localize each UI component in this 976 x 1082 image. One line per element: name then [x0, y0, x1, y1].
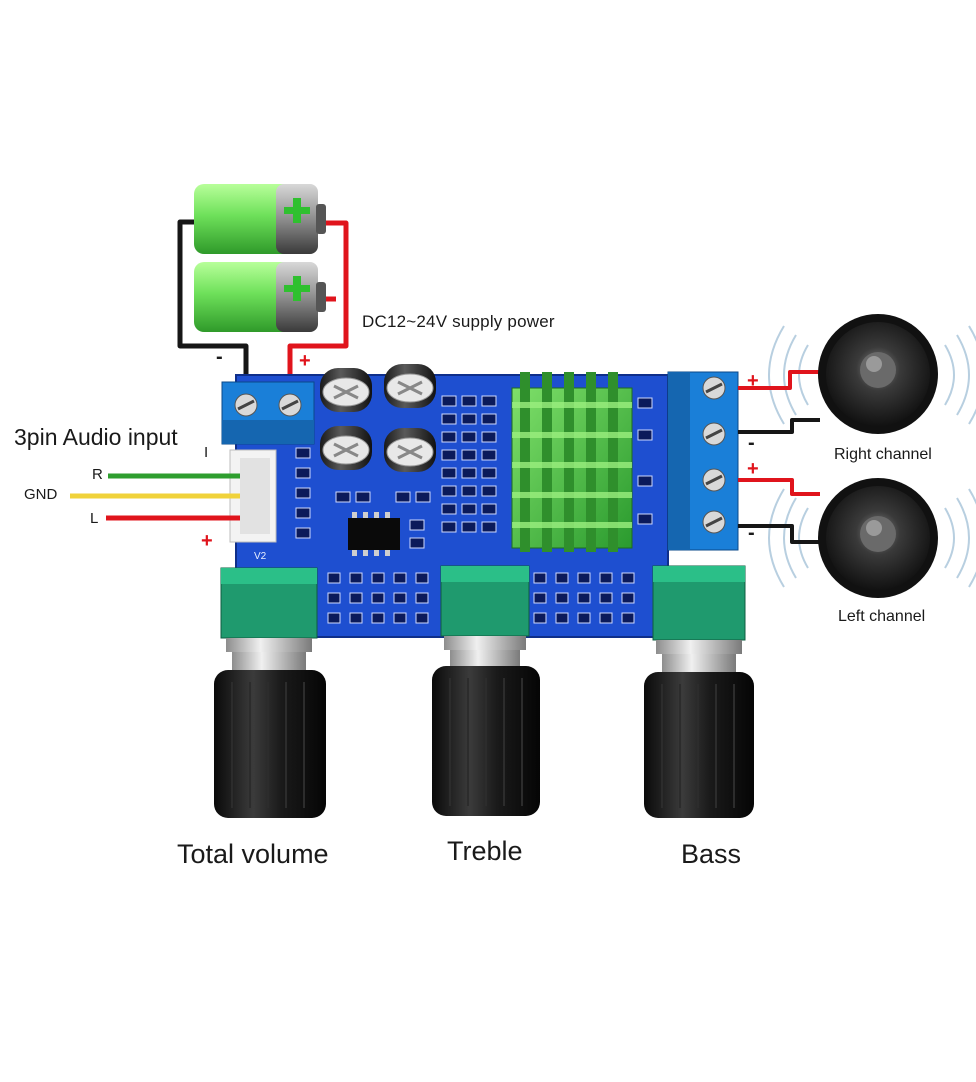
pin-marker-label: I — [204, 444, 209, 461]
capacitor-icon — [320, 368, 372, 412]
potentiometer-knob-icon — [214, 567, 326, 818]
treble-label: Treble — [447, 836, 523, 866]
potentiometer-knob-icon — [644, 565, 754, 818]
supply-power-label: DC12~24V supply power — [362, 312, 555, 331]
left-positive-sign: + — [747, 458, 759, 480]
speaker-terminal — [667, 371, 739, 551]
audio-input-label: 3pin Audio input — [14, 424, 178, 450]
right-channel-label: Right channel — [834, 446, 932, 463]
smd-components — [295, 395, 653, 624]
power-terminal — [221, 381, 315, 445]
right-positive-sign: + — [747, 370, 759, 392]
capacitor-icon — [320, 426, 372, 470]
capacitor-icon — [384, 428, 436, 472]
audio-wires — [70, 473, 240, 521]
battery-negative-sign: - — [216, 346, 223, 368]
pin-gnd-label: GND — [24, 486, 58, 503]
total-volume-label: Total volume — [177, 839, 329, 869]
capacitor-icon — [384, 364, 436, 408]
audio-positive-sign: + — [201, 530, 213, 552]
ic-chip — [348, 512, 400, 556]
bass-label: Bass — [681, 839, 742, 869]
battery-icon — [194, 262, 326, 332]
left-negative-sign: - — [748, 522, 755, 544]
speaker-icon — [818, 478, 938, 598]
left-channel-label: Left channel — [838, 608, 926, 625]
sound-wave-icon — [768, 325, 976, 588]
board-marking: V2 — [254, 551, 267, 562]
battery-icon — [194, 184, 326, 254]
speaker-icon — [818, 314, 938, 434]
heatsink-icon — [511, 372, 633, 552]
power-wires — [177, 219, 349, 392]
speaker-wires — [738, 370, 820, 544]
battery-positive-sign: + — [299, 350, 311, 372]
pin-l-label: L — [90, 510, 99, 527]
potentiometer-knob-icon — [432, 565, 540, 816]
right-negative-sign: - — [748, 432, 755, 454]
pin-r-label: R — [92, 466, 103, 483]
